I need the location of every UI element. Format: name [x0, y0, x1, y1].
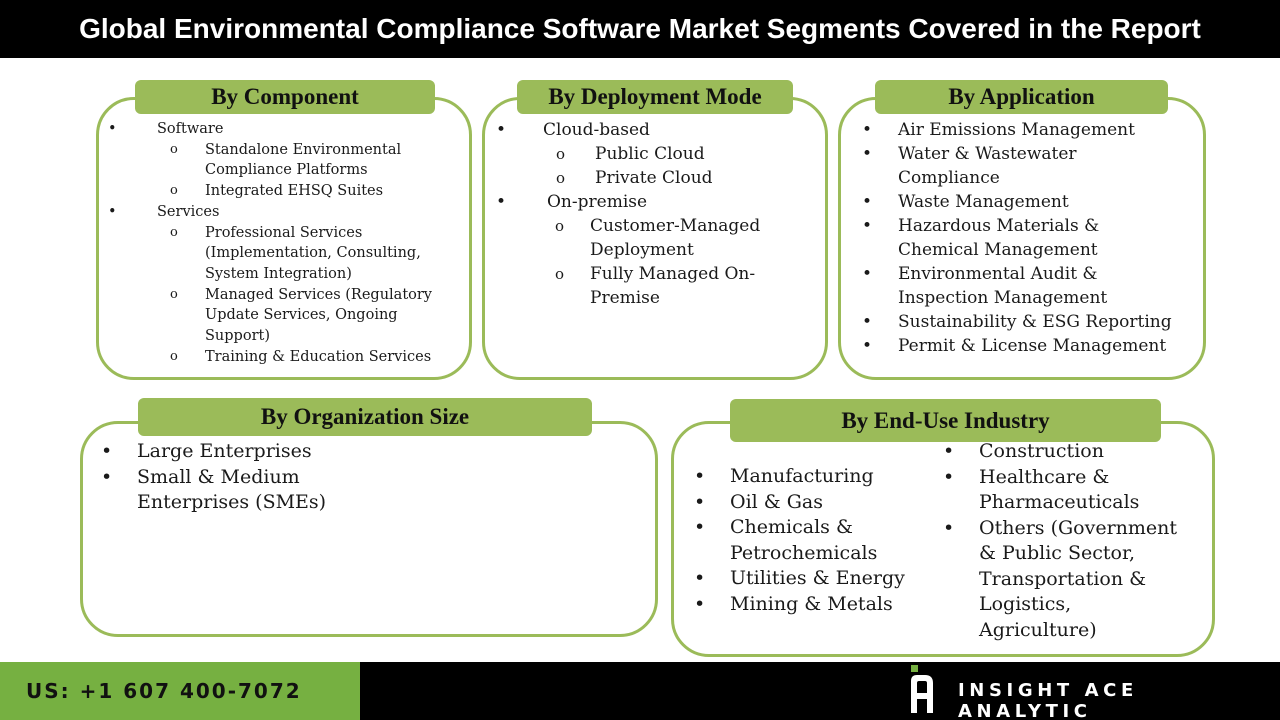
- bullet-icon: •: [496, 120, 507, 140]
- organization-size-list: •Large Enterprises •Small & Medium Enter…: [101, 439, 361, 516]
- list-item: •Permit & License Management: [862, 336, 1167, 356]
- circle-bullet-icon: o: [170, 348, 178, 364]
- insightace-logo-icon: [911, 665, 933, 713]
- phone-number[interactable]: US: +1 607 400-7072: [26, 679, 302, 703]
- circle-bullet-icon: o: [556, 169, 566, 187]
- list-item: •Construction: [943, 439, 1193, 465]
- list-item: •Chemicals & Petrochemicals: [694, 516, 878, 564]
- bullet-icon: •: [943, 440, 955, 462]
- end-use-header: By End-Use Industry: [730, 399, 1161, 442]
- list-item: •Others (Government & Public Sector, Tra…: [943, 516, 1178, 641]
- end-use-list-left: •Manufacturing •Oil & Gas •Chemicals & P…: [694, 464, 924, 617]
- component-box: [96, 97, 472, 380]
- bullet-icon: •: [862, 264, 873, 284]
- circle-bullet-icon: o: [170, 141, 178, 157]
- application-list: •Air Emissions Management •Water & Waste…: [862, 118, 1182, 358]
- circle-bullet-icon: o: [555, 217, 565, 235]
- bullet-icon: •: [694, 516, 706, 538]
- bullet-icon: •: [862, 120, 873, 140]
- circle-bullet-icon: o: [170, 286, 178, 302]
- organization-size-box: [80, 421, 658, 637]
- bullet-icon: •: [943, 465, 955, 488]
- bullet-icon: •: [694, 592, 706, 615]
- circle-bullet-icon: o: [170, 224, 178, 240]
- bullet-icon: •: [101, 465, 113, 488]
- list-item: •Small & Medium Enterprises (SMEs): [101, 465, 327, 514]
- bullet-icon: •: [108, 203, 117, 220]
- bullet-icon: •: [694, 567, 706, 589]
- organization-size-header: By Organization Size: [138, 398, 592, 436]
- end-use-list-right: •Construction •Healthcare & Pharmaceutic…: [943, 439, 1193, 643]
- end-use-box: [671, 421, 1215, 657]
- bullet-icon: •: [862, 336, 873, 356]
- list-item: •Waste Management: [862, 192, 1069, 212]
- circle-bullet-icon: o: [556, 145, 566, 163]
- footer-contact: US: +1 607 400-7072: [0, 662, 360, 720]
- application-box: [838, 97, 1206, 380]
- bullet-icon: •: [108, 121, 117, 137]
- component-header: By Component: [135, 80, 435, 114]
- footer-brand: INSIGHT ACE ANALYTIC: [360, 662, 1280, 720]
- deployment-box: [482, 97, 828, 380]
- bullet-icon: •: [943, 516, 955, 539]
- bullet-icon: •: [101, 440, 113, 462]
- bullet-icon: •: [496, 192, 507, 212]
- application-header: By Application: [875, 80, 1168, 114]
- bullet-icon: •: [694, 465, 706, 487]
- list-item: •Utilities & Energy: [694, 566, 924, 592]
- list-item: •Water & Wastewater Compliance: [862, 144, 1077, 188]
- bullet-icon: •: [862, 216, 873, 236]
- list-item: •Environmental Audit & Inspection Manage…: [862, 264, 1108, 308]
- bullet-icon: •: [862, 144, 873, 164]
- list-item: •Air Emissions Management: [862, 120, 1135, 140]
- list-item: •Mining & Metals: [694, 592, 924, 618]
- circle-bullet-icon: o: [170, 183, 178, 199]
- list-item: •Healthcare & Pharmaceuticals: [943, 465, 1140, 514]
- list-item: •Hazardous Materials & Chemical Manageme…: [862, 216, 1100, 260]
- list-item: •Large Enterprises: [101, 439, 361, 465]
- bullet-icon: •: [862, 312, 873, 332]
- list-item: •Oil & Gas: [694, 490, 924, 516]
- deployment-header: By Deployment Mode: [517, 80, 793, 114]
- bullet-icon: •: [862, 192, 873, 212]
- list-item: •Sustainability & ESG Reporting: [862, 312, 1172, 332]
- brand-name: INSIGHT ACE ANALYTIC: [958, 680, 1138, 720]
- list-item: •Manufacturing: [694, 464, 924, 490]
- page-title: Global Environmental Compliance Software…: [79, 13, 1201, 44]
- bullet-icon: •: [694, 490, 706, 513]
- title-bar: Global Environmental Compliance Software…: [0, 0, 1280, 58]
- circle-bullet-icon: o: [555, 265, 565, 283]
